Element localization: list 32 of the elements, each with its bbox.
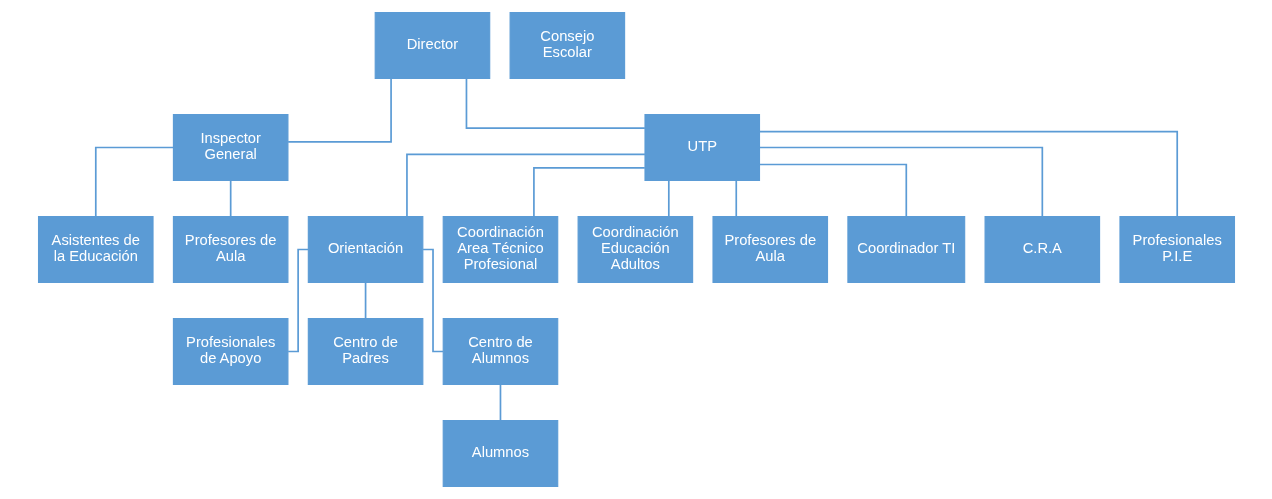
connector (758, 163, 907, 218)
connector (405, 153, 646, 218)
node-box: Centro de Alumnos (442, 318, 558, 385)
connector (286, 248, 309, 353)
node-box: UTP (643, 114, 760, 181)
node-box: Asistentes de la Educación (37, 216, 154, 283)
connector (94, 146, 174, 217)
connector (421, 248, 444, 353)
connector (286, 77, 392, 143)
node-box: Profesionales de Apoyo (172, 318, 288, 385)
connector (734, 180, 737, 218)
node-box: Profesionales P.I.E (1118, 216, 1235, 283)
node-box: Inspector General (172, 114, 288, 181)
connector (499, 384, 501, 422)
node-box: Alumnos (442, 420, 558, 487)
node-box: Orientación (307, 216, 423, 283)
connector (758, 130, 1178, 218)
node-box: Coordinación Educación Adultos (577, 216, 693, 283)
node-box: C.R.A (984, 216, 1100, 283)
connector (364, 282, 366, 320)
node-box: Coordinador TI (846, 216, 965, 283)
connector (667, 180, 670, 218)
connector (758, 146, 1043, 217)
connector (532, 167, 646, 218)
node-box: Consejo Escolar (509, 12, 625, 79)
node-box: Profesores de Aula (711, 216, 828, 283)
connector (465, 77, 646, 130)
node-box: Coordinación Area Técnico Profesional (442, 216, 558, 283)
node-box: Centro de Padres (307, 318, 423, 385)
node-box: Profesores de Aula (172, 216, 288, 283)
node-box: Director (374, 12, 490, 79)
connector (229, 180, 232, 218)
